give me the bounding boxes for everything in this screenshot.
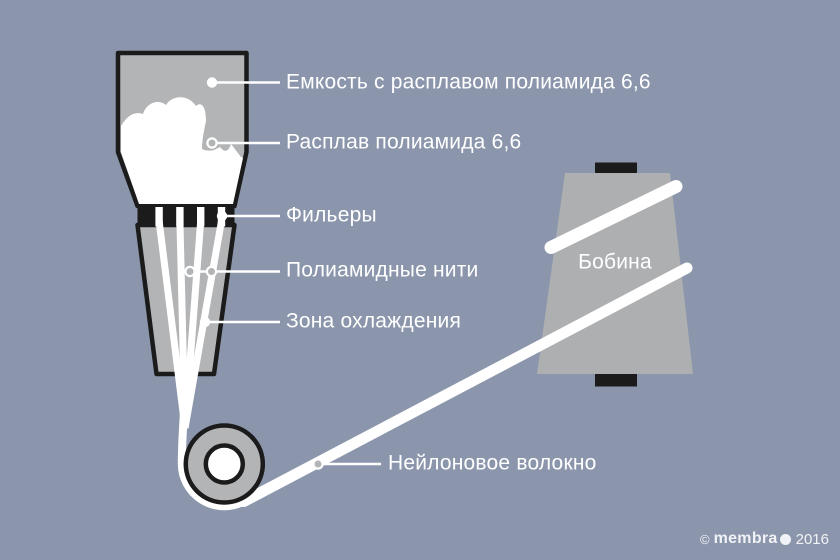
- callout-dot-threads: [184, 265, 196, 278]
- label-nylon-fiber: Нейлоновое волокно: [388, 451, 597, 475]
- callout-dot-threads-2: [205, 265, 218, 278]
- spinneret-slot: [155, 207, 163, 227]
- watermark: © membra 2016: [700, 530, 829, 548]
- label-spinnerets: Фильеры: [286, 203, 377, 227]
- copyright-symbol: ©: [699, 531, 710, 547]
- callout-lines: [190, 81, 381, 466]
- callout-dot-spinnerets: [216, 210, 228, 222]
- label-bobbin: Бобина: [578, 250, 652, 274]
- callout-dot-container: [206, 77, 218, 88]
- label-container: Емкость с расплавом полиамида 6,6: [286, 70, 651, 94]
- melt-cloud: [121, 97, 243, 204]
- brand-logo-disc-icon: [779, 533, 791, 545]
- watermark-year: 2016: [795, 530, 829, 548]
- callout-dot-melt: [206, 137, 218, 149]
- label-melt: Расплав полиамида 6,6: [286, 130, 522, 154]
- spinneret-slot: [197, 207, 205, 227]
- spinneret-slot: [176, 207, 184, 227]
- callout-dot-fiber: [312, 458, 324, 470]
- brand-name: membra: [713, 530, 778, 547]
- main-thread-path: [177, 358, 248, 511]
- label-polyamide-threads: Полиамидные нити: [286, 258, 479, 282]
- takeup-roller-inner: [203, 443, 246, 485]
- bobbin-wrap-stripe: [544, 180, 683, 254]
- callout-dot-cooling: [199, 316, 211, 328]
- label-cooling-zone: Зона охлаждения: [286, 309, 462, 333]
